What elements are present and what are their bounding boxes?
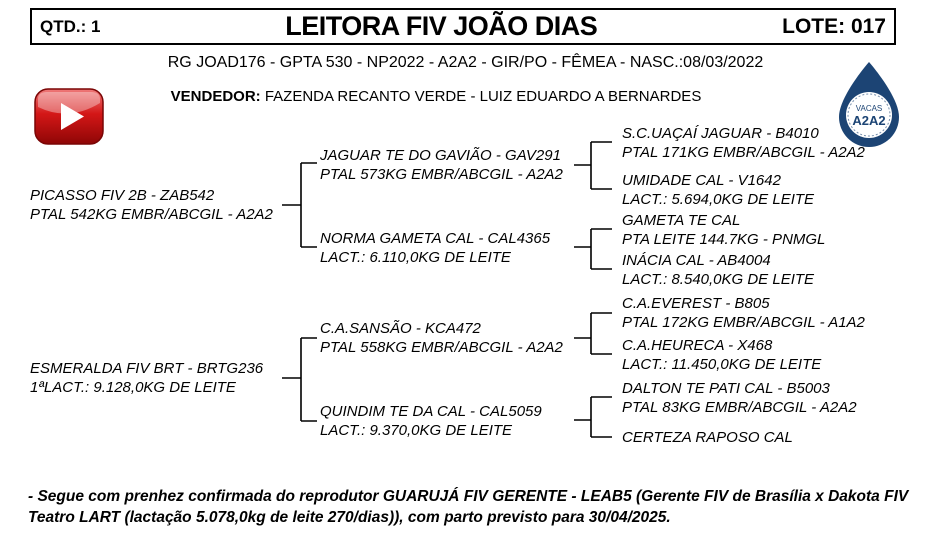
animal-detail: PTAL 83KG EMBR/ABCGIL - A2A2 [622, 399, 857, 416]
animal-detail: LACT.: 8.540,0KG DE LEITE [622, 271, 815, 288]
animal-title: LEITORA FIV JOÃO DIAS [285, 11, 598, 41]
vendor-label: VENDEDOR: [170, 88, 261, 105]
animal-name: PICASSO FIV 2B - ZAB542 [30, 187, 215, 204]
animal-name: NORMA GAMETA CAL - CAL4365 [320, 230, 551, 247]
pedigree-sire: PICASSO FIV 2B - ZAB542 PTAL 542KG EMBR/… [30, 186, 273, 224]
pedigree-great-grandparent-1: S.C.UAÇAÍ JAGUAR - B4010 PTAL 171KG EMBR… [622, 124, 865, 162]
pedigree-dam: ESMERALDA FIV BRT - BRTG236 1ªLACT.: 9.1… [30, 359, 263, 397]
a2a2-milk-drop-badge: VACAS A2A2 [830, 60, 908, 148]
animal-name: S.C.UAÇAÍ JAGUAR - B4010 [622, 125, 819, 142]
pedigree-granddam-paternal: NORMA GAMETA CAL - CAL4365 LACT.: 6.110,… [320, 229, 550, 267]
pedigree-great-grandparent-8: CERTEZA RAPOSO CAL [622, 428, 793, 447]
animal-detail: PTAL 171KG EMBR/ABCGIL - A2A2 [622, 144, 865, 161]
lot-header-box: QTD.: 1 LEITORA FIV JOÃO DIAS LOTE: 017 [30, 8, 896, 45]
pedigree-great-grandparent-3: GAMETA TE CAL PTA LEITE 144.7KG - PNMGL [622, 211, 825, 249]
animal-detail: PTAL 558KG EMBR/ABCGIL - A2A2 [320, 339, 563, 356]
animal-name: C.A.HEURECA - X468 [622, 337, 773, 354]
pedigree-great-grandparent-2: UMIDADE CAL - V1642 LACT.: 5.694,0KG DE … [622, 171, 814, 209]
pedigree-granddam-maternal: QUINDIM TE DA CAL - CAL5059 LACT.: 9.370… [320, 402, 542, 440]
vendor-name: FAZENDA RECANTO VERDE - LUIZ EDUARDO A B… [260, 88, 702, 105]
pedigree-great-grandparent-5: C.A.EVEREST - B805 PTAL 172KG EMBR/ABCGI… [622, 294, 865, 332]
badge-main-text: A2A2 [852, 113, 885, 128]
video-play-icon [34, 88, 104, 145]
animal-detail: LACT.: 5.694,0KG DE LEITE [622, 191, 815, 208]
animal-detail: PTA LEITE 144.7KG - PNMGL [622, 231, 826, 248]
badge-top-text: VACAS [856, 104, 883, 113]
pregnancy-footnote: - Segue com prenhez confirmada do reprod… [28, 488, 909, 526]
pedigree-grandsire-maternal: C.A.SANSÃO - KCA472 PTAL 558KG EMBR/ABCG… [320, 319, 563, 357]
quantity-label: QTD.: 1 [40, 16, 101, 36]
animal-name: CERTEZA RAPOSO CAL [622, 429, 793, 446]
animal-detail: PTAL 172KG EMBR/ABCGIL - A1A2 [622, 314, 865, 331]
animal-detail: PTAL 573KG EMBR/ABCGIL - A2A2 [320, 166, 563, 183]
pedigree-great-grandparent-7: DALTON TE PATI CAL - B5003 PTAL 83KG EMB… [622, 379, 857, 417]
pedigree-great-grandparent-4: INÁCIA CAL - AB4004 LACT.: 8.540,0KG DE … [622, 251, 814, 289]
animal-detail: LACT.: 6.110,0KG DE LEITE [320, 249, 511, 266]
video-play-button[interactable] [33, 87, 105, 147]
vendor-line: VENDEDOR: FAZENDA RECANTO VERDE - LUIZ E… [0, 88, 872, 105]
animal-name: DALTON TE PATI CAL - B5003 [622, 380, 830, 397]
pedigree-great-grandparent-6: C.A.HEURECA - X468 LACT.: 11.450,0KG DE … [622, 336, 821, 374]
registration-line: RG JOAD176 - GPTA 530 - NP2022 - A2A2 - … [167, 54, 764, 71]
lot-number-label: LOTE: 017 [782, 14, 886, 38]
animal-detail: 1ªLACT.: 9.128,0KG DE LEITE [30, 379, 236, 396]
a2a2-drop-icon: VACAS A2A2 [839, 62, 899, 147]
animal-name: ESMERALDA FIV BRT - BRTG236 [30, 360, 264, 377]
animal-detail: PTAL 542KG EMBR/ABCGIL - A2A2 [30, 206, 273, 223]
animal-name: QUINDIM TE DA CAL - CAL5059 [320, 403, 542, 420]
animal-name: GAMETA TE CAL [622, 212, 741, 229]
animal-name: JAGUAR TE DO GAVIÃO - GAV291 [320, 147, 561, 164]
animal-name: INÁCIA CAL - AB4004 [622, 252, 771, 269]
pedigree-grandsire-paternal: JAGUAR TE DO GAVIÃO - GAV291 PTAL 573KG … [320, 146, 563, 184]
animal-detail: LACT.: 11.450,0KG DE LEITE [622, 356, 822, 373]
animal-detail: LACT.: 9.370,0KG DE LEITE [320, 422, 513, 439]
animal-name: C.A.SANSÃO - KCA472 [320, 320, 481, 337]
animal-name: C.A.EVEREST - B805 [622, 295, 770, 312]
animal-name: UMIDADE CAL - V1642 [622, 172, 781, 189]
